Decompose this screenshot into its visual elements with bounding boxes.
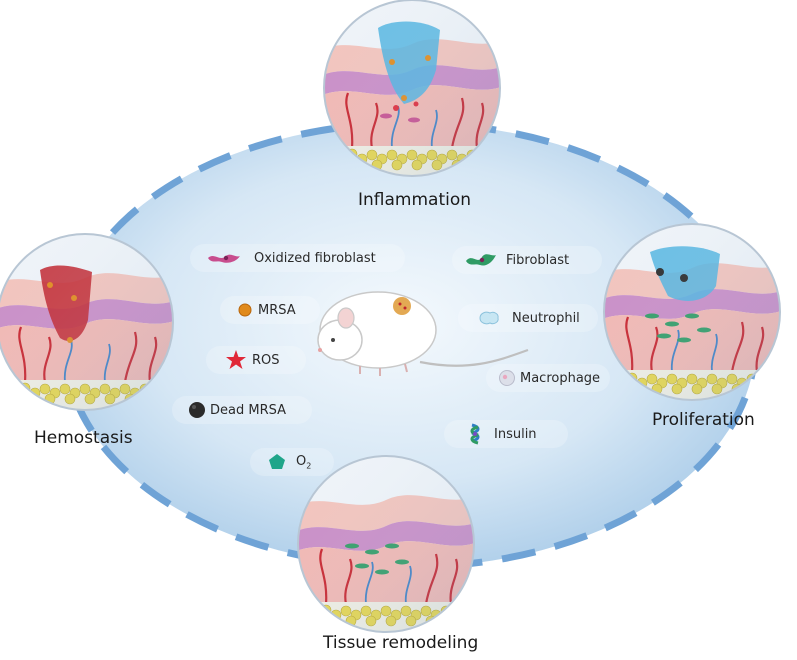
- legend-fibroblast: Fibroblast: [452, 246, 602, 274]
- legend-label: MRSA: [258, 302, 296, 318]
- fibroblast-icon: [466, 254, 496, 266]
- legend-ros: ROS: [206, 346, 306, 374]
- legend-label: Oxidized fibroblast: [254, 250, 376, 266]
- mrsa-icon: [238, 303, 252, 317]
- legend-oxidized-fibroblast: Oxidized fibroblast: [190, 244, 405, 272]
- hemostasis-skin-sphere: [0, 233, 174, 411]
- legend-insulin: Insulin: [444, 420, 568, 448]
- legend-label: Dead MRSA: [210, 402, 286, 418]
- o2-icon: [269, 454, 285, 469]
- neutrophil-icon: [479, 311, 499, 325]
- legend-label: ROS: [252, 352, 280, 368]
- o2-label-main: O: [296, 453, 307, 469]
- macrophage-icon: [499, 370, 515, 386]
- phase-label-hemostasis: Hemostasis: [34, 428, 133, 448]
- proliferation-skin-sphere: [603, 223, 781, 401]
- o2-label-subscript: 2: [306, 461, 312, 471]
- legend-macrophage: Macrophage: [486, 364, 610, 392]
- phase-label-inflammation: Inflammation: [358, 190, 472, 210]
- legend-label: Fibroblast: [506, 252, 570, 268]
- legend-mrsa: MRSA: [220, 296, 320, 324]
- inflammation-skin-sphere: [323, 0, 501, 177]
- legend-label: O2: [296, 454, 311, 471]
- insulin-icon: [470, 423, 480, 445]
- legend-label: Insulin: [494, 426, 537, 442]
- phase-label-proliferation: Proliferation: [652, 410, 755, 430]
- mouse-icon: [317, 291, 529, 376]
- legend-dead-mrsa: Dead MRSA: [172, 396, 312, 424]
- legend-neutrophil: Neutrophil: [458, 304, 598, 332]
- legend-label: Neutrophil: [512, 310, 580, 326]
- remodeling-skin-sphere: [297, 455, 475, 633]
- phase-label-remodeling: Tissue remodeling: [323, 633, 479, 653]
- legend-label: Macrophage: [520, 370, 601, 386]
- legend-o2: O2: [250, 448, 334, 476]
- ros-icon: [226, 350, 246, 369]
- oxidized-fibroblast-icon: [208, 254, 240, 263]
- dead-mrsa-icon: [189, 402, 205, 418]
